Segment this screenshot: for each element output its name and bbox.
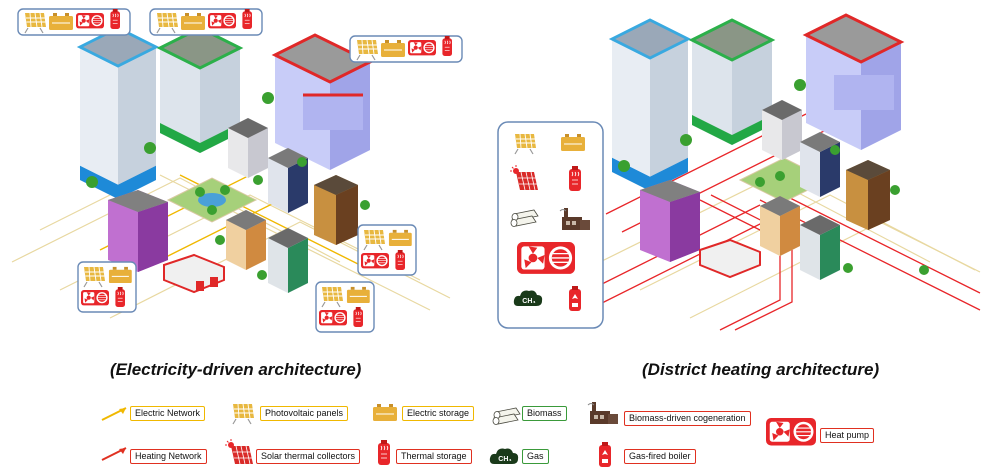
caption-district-heating: (District heating architecture) xyxy=(642,360,880,379)
legend-label-photovoltaic-panels: Photovoltaic panels xyxy=(260,406,349,421)
left-scene xyxy=(11,26,451,319)
legend-gas-cloud-label: CH₄ xyxy=(498,456,511,463)
legend-biomass-icon xyxy=(492,407,521,425)
legend-electric-storage-icon xyxy=(372,403,398,422)
legend-label-gas: Gas xyxy=(522,449,549,464)
legend-heat-pump-icon xyxy=(765,417,817,447)
legend-label-heating-network: Heating Network xyxy=(130,449,207,464)
legend-label-thermal-storage: Thermal storage xyxy=(396,449,472,464)
legend-label-heat-pump: Heat pump xyxy=(820,428,875,443)
badge-building-4 xyxy=(357,224,417,276)
legend-gas-icon: CH₄ xyxy=(489,448,519,464)
legend-thermal-storage-icon xyxy=(377,439,391,466)
legend-pv-icon xyxy=(232,403,255,425)
legend-solar-thermal-icon xyxy=(224,438,254,465)
legend-label-biomass: Biomass xyxy=(522,406,567,421)
badge-building-1 xyxy=(17,8,131,36)
badge-building-6 xyxy=(315,281,375,333)
badge-building-2 xyxy=(149,8,263,36)
central-plant-box: CH₄ xyxy=(497,121,604,329)
legend-label-electric-storage: Electric storage xyxy=(402,406,475,421)
legend-electric-network-icon xyxy=(101,407,127,421)
caption-electricity-driven: (Electricity-driven architecture) xyxy=(110,360,362,379)
legend-label-gas-boiler: Gas-fired boiler xyxy=(624,449,696,464)
legend-cogeneration-icon xyxy=(587,401,619,425)
right-scene xyxy=(559,13,981,331)
badge-building-5 xyxy=(77,261,137,313)
legend-label-solar-thermal: Solar thermal collectors xyxy=(256,449,361,464)
legend-label-biomass-cogeneration: Biomass-driven cogeneration xyxy=(624,411,751,426)
legend-heating-network-icon xyxy=(101,447,127,461)
legend-gas-boiler-icon xyxy=(599,442,611,467)
badge-building-3 xyxy=(349,35,463,63)
legend-label-electric-network: Electric Network xyxy=(130,406,206,421)
gas-cloud-label: CH₄ xyxy=(522,298,535,305)
